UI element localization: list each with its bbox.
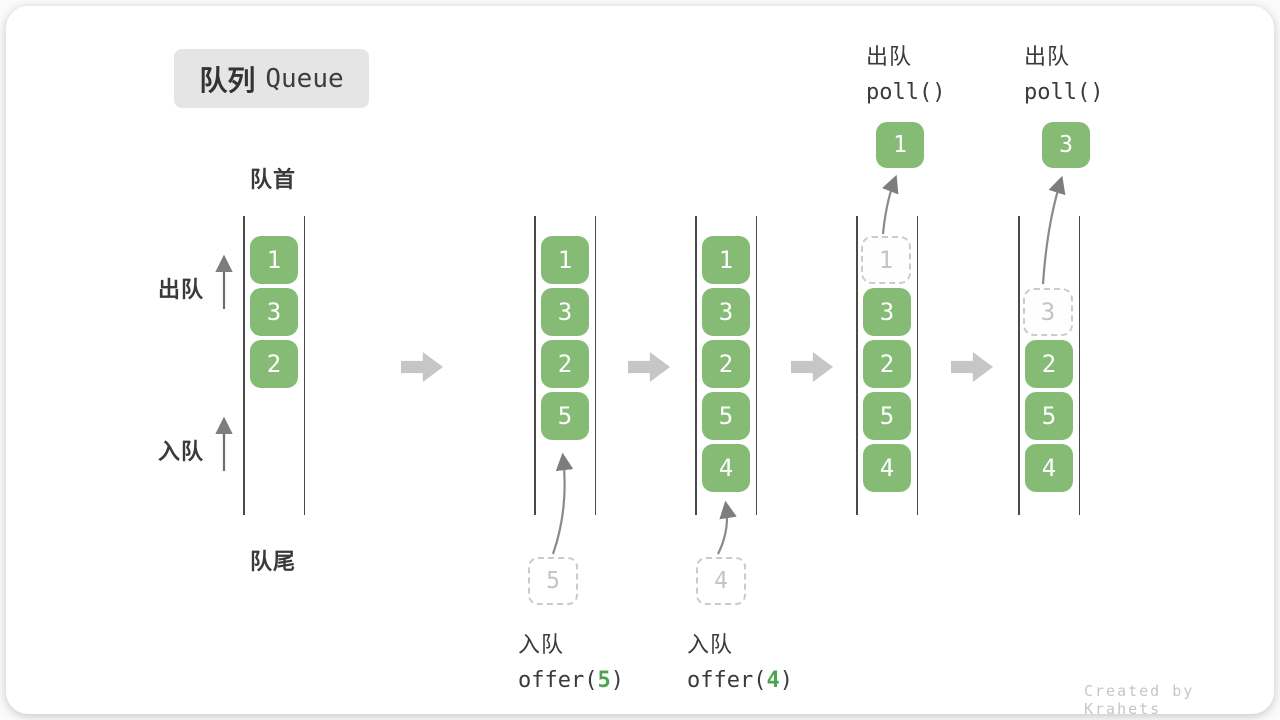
code-arg: 4	[766, 668, 780, 693]
queue-left-wall	[856, 216, 858, 515]
diagram-card: 队列 Queue 队首 队尾 出队 入队 1 3 2 1 3 2 5	[6, 6, 1274, 718]
queue-cell: 3	[541, 288, 589, 336]
queue-cell: 5	[702, 392, 750, 440]
queue-cell-removed: 3	[1023, 288, 1073, 336]
queue-state-1: 1 3 2	[243, 216, 305, 515]
title-box: 队列 Queue	[174, 49, 369, 108]
queue-cell: 5	[541, 392, 589, 440]
queue-right-wall	[916, 216, 918, 515]
code-fn: offer(	[687, 668, 767, 693]
queue-cell: 3	[250, 288, 298, 336]
queue-state-2: 1 3 2 5	[534, 216, 596, 515]
queue-cell: 2	[541, 340, 589, 388]
queue-state-3: 1 3 2 5 4	[695, 216, 757, 515]
watermark: Created by Krahets	[1084, 682, 1195, 718]
queue-left-wall	[243, 216, 245, 515]
queue-cell: 2	[1025, 340, 1073, 388]
queue-left-wall	[695, 216, 697, 515]
state-transition-arrow-icon	[628, 352, 670, 382]
pending-enqueue-cell: 5	[528, 557, 578, 605]
poll-operation-label: 出队 poll()	[1024, 39, 1103, 105]
queue-right-wall	[755, 216, 757, 515]
queue-right-wall	[594, 216, 596, 515]
poll-code: poll()	[1024, 80, 1104, 105]
poll-label-zh: 出队	[1024, 44, 1071, 69]
code-arg: 5	[597, 668, 611, 693]
queue-right-wall	[1078, 216, 1080, 515]
queue-cell-removed: 1	[861, 236, 911, 284]
label-queue-front: 队首	[250, 167, 297, 192]
label-enqueue-direction: 入队	[158, 439, 205, 464]
state-transition-arrow-icon	[401, 352, 443, 382]
queue-left-wall	[1018, 216, 1020, 515]
title-zh: 队列	[199, 64, 256, 96]
label-queue-rear: 队尾	[250, 549, 297, 574]
queue-cell: 4	[702, 444, 750, 492]
enqueue-operation-label: 入队 offer(4)	[687, 627, 793, 693]
queue-cell: 3	[702, 288, 750, 336]
poll-label-zh: 出队	[866, 44, 913, 69]
enqueue-operation-label: 入队 offer(5)	[518, 627, 624, 693]
title-en: Queue	[265, 63, 344, 94]
poll-code: poll()	[866, 80, 946, 105]
queue-cell: 5	[863, 392, 911, 440]
queue-cell: 1	[250, 236, 298, 284]
queue-right-wall	[303, 216, 305, 515]
queue-left-wall	[534, 216, 536, 515]
queue-cell: 2	[250, 340, 298, 388]
enqueue-code: offer(4)	[687, 668, 793, 693]
code-close: )	[779, 668, 793, 693]
dequeued-cell: 1	[876, 122, 924, 168]
queue-state-5: 3 2 5 4	[1018, 216, 1080, 515]
queue-cell: 4	[863, 444, 911, 492]
queue-cell: 5	[1025, 392, 1073, 440]
queue-cell: 4	[1025, 444, 1073, 492]
queue-cell: 3	[863, 288, 911, 336]
enqueue-code: offer(5)	[518, 668, 624, 693]
queue-cell: 1	[702, 236, 750, 284]
state-transition-arrow-icon	[791, 352, 833, 382]
poll-operation-label: 出队 poll()	[866, 39, 945, 105]
queue-cell: 2	[863, 340, 911, 388]
pending-enqueue-cell: 4	[696, 557, 746, 605]
dequeued-cell: 3	[1042, 122, 1090, 168]
queue-cell: 1	[541, 236, 589, 284]
enqueue-label-zh: 入队	[687, 632, 734, 657]
enqueue-label-zh: 入队	[518, 632, 565, 657]
queue-state-4: 1 3 2 5 4	[856, 216, 918, 515]
queue-cell: 2	[702, 340, 750, 388]
code-close: )	[610, 668, 624, 693]
state-transition-arrow-icon	[951, 352, 993, 382]
label-dequeue-direction: 出队	[158, 277, 205, 302]
code-fn: offer(	[518, 668, 598, 693]
